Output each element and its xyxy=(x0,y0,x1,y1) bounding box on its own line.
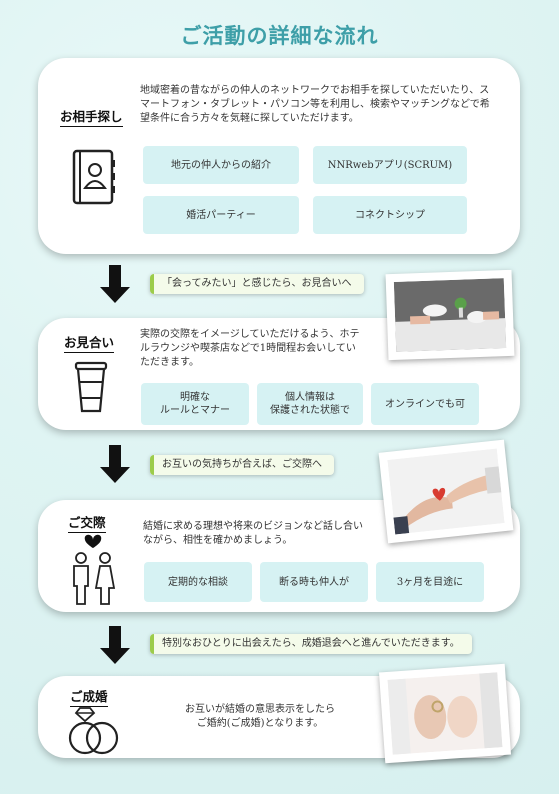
chip-clear-rules: 明確な ルールとマナー xyxy=(141,383,249,425)
seikon-photo xyxy=(378,663,512,764)
omiai-photo xyxy=(385,269,515,361)
stage-label: お相手探し xyxy=(60,106,123,127)
stage-label: お見合い xyxy=(64,332,115,353)
stage-description: 結婚に求める理想や将来のビジョンなど話し合いながら、相性を確かめましょう。 xyxy=(143,521,363,546)
chip-regular-consultation: 定期的な相談 xyxy=(144,562,252,602)
chip-connectship: コネクトシップ xyxy=(313,196,467,234)
down-arrow-icon xyxy=(100,265,130,303)
chip-privacy-protected: 個人情報は 保護された状態で xyxy=(257,383,363,425)
couple-heart-icon xyxy=(68,530,118,610)
chip-local-matchmaker: 地元の仲人からの紹介 xyxy=(143,146,299,184)
stage-label: ご成婚 xyxy=(70,686,108,707)
down-arrow-icon xyxy=(100,626,130,664)
chip-konkatsu-party: 婚活パーティー xyxy=(143,196,299,234)
chip-matchmaker-declines: 断る時も仲人が xyxy=(260,562,368,602)
callout-to-omiai: 「会ってみたい」と感じたら、お見合いへ xyxy=(150,274,364,294)
chip-online-ok: オンラインでも可 xyxy=(371,383,479,425)
stage-description: お互いが結婚の意思表示をしたら ご婚約(ご成婚)となります。 xyxy=(185,704,335,729)
down-arrow-icon xyxy=(100,445,130,483)
callout-to-kosai: お互いの気持ちが合えば、ご交際へ xyxy=(150,455,334,475)
coffee-cup-icon xyxy=(74,360,108,418)
stage-description: 実際の交際をイメージしていただけるよう、ホテルラウンジや喫茶店などで1時間程お会… xyxy=(140,329,360,368)
wedding-rings-icon xyxy=(64,704,124,760)
page-title: ご活動の詳細な流れ xyxy=(180,23,379,48)
stage-label: ご交際 xyxy=(68,512,106,533)
address-book-icon xyxy=(70,148,118,210)
stage-description: 地域密着の昔ながらの仲人のネットワークでお相手を探していただいたり、スマートフォ… xyxy=(140,85,490,124)
stage-card-partner-search: お相手探し 地域密着の昔ながらの仲人のネットワークでお相手を探していただいたり、… xyxy=(38,58,520,254)
chip-nnrweb-app: NNRwebアプリ(SCRUM) xyxy=(313,146,467,184)
chip-three-months: 3ヶ月を目途に xyxy=(376,562,484,602)
kosai-photo xyxy=(378,439,514,544)
callout-to-seikon: 特別なおひとりに出会えたら、成婚退会へと進んでいただきます。 xyxy=(150,634,472,654)
stage-card-kosai: ご交際 結婚に求める理想や将来のビジョンなど話し合いながら、相性を確かめましょう… xyxy=(38,500,520,612)
